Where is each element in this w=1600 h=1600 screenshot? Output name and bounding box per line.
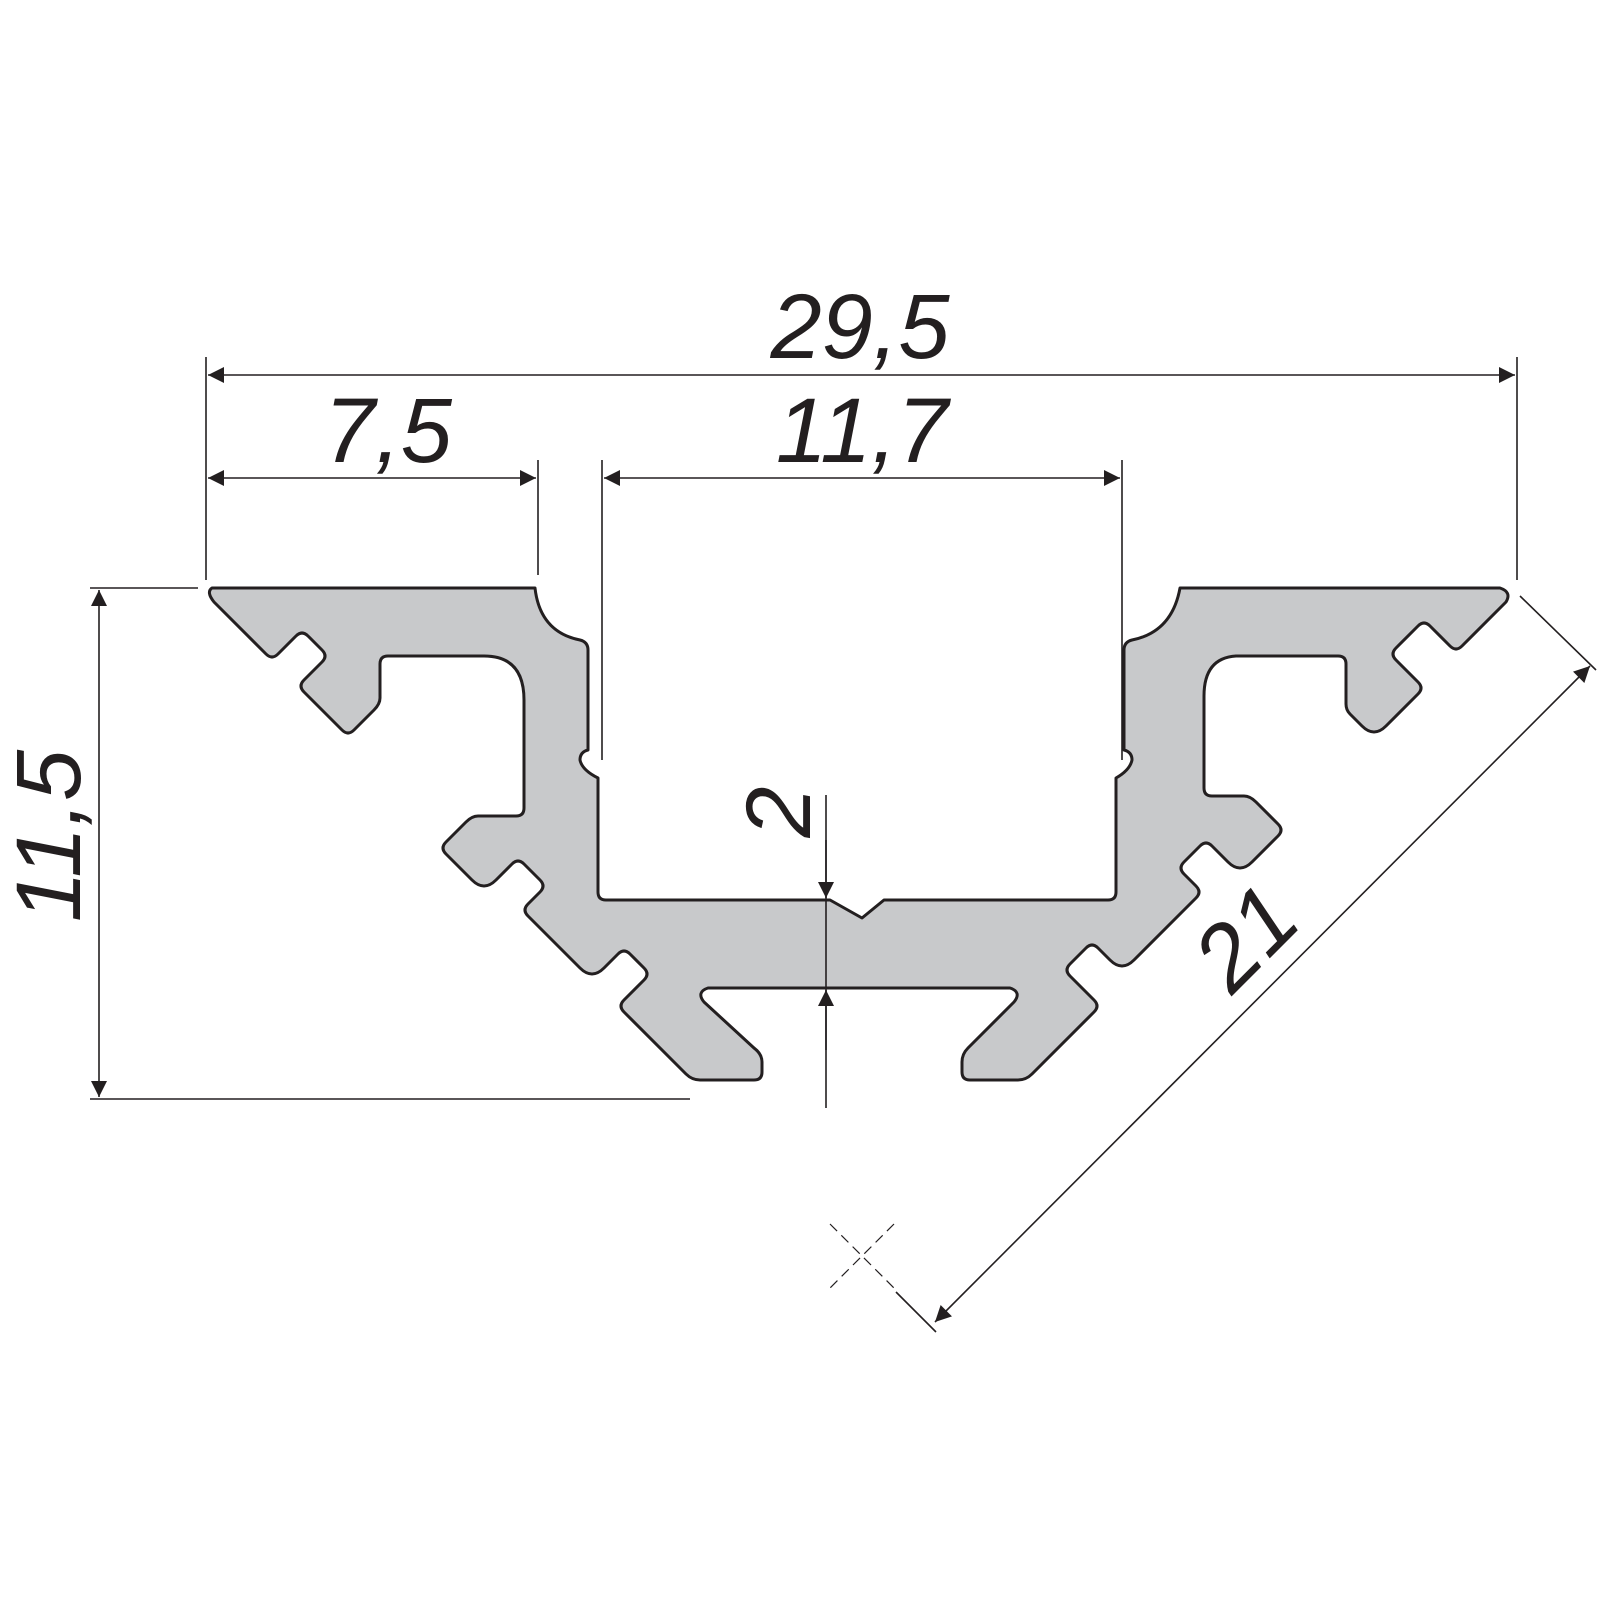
label-flange-width: 7,5 <box>324 380 453 482</box>
extension-lines <box>90 357 1597 1333</box>
label-base-thickness: 2 <box>728 786 830 838</box>
label-overall-width: 29,5 <box>769 276 950 378</box>
dimension-line-diagonal <box>934 665 1591 1323</box>
corner-reference-cross <box>829 1223 895 1289</box>
label-channel-width: 11,7 <box>776 380 951 482</box>
aluminium-profile-section <box>207 586 1510 1082</box>
label-height: 11,5 <box>0 749 100 922</box>
